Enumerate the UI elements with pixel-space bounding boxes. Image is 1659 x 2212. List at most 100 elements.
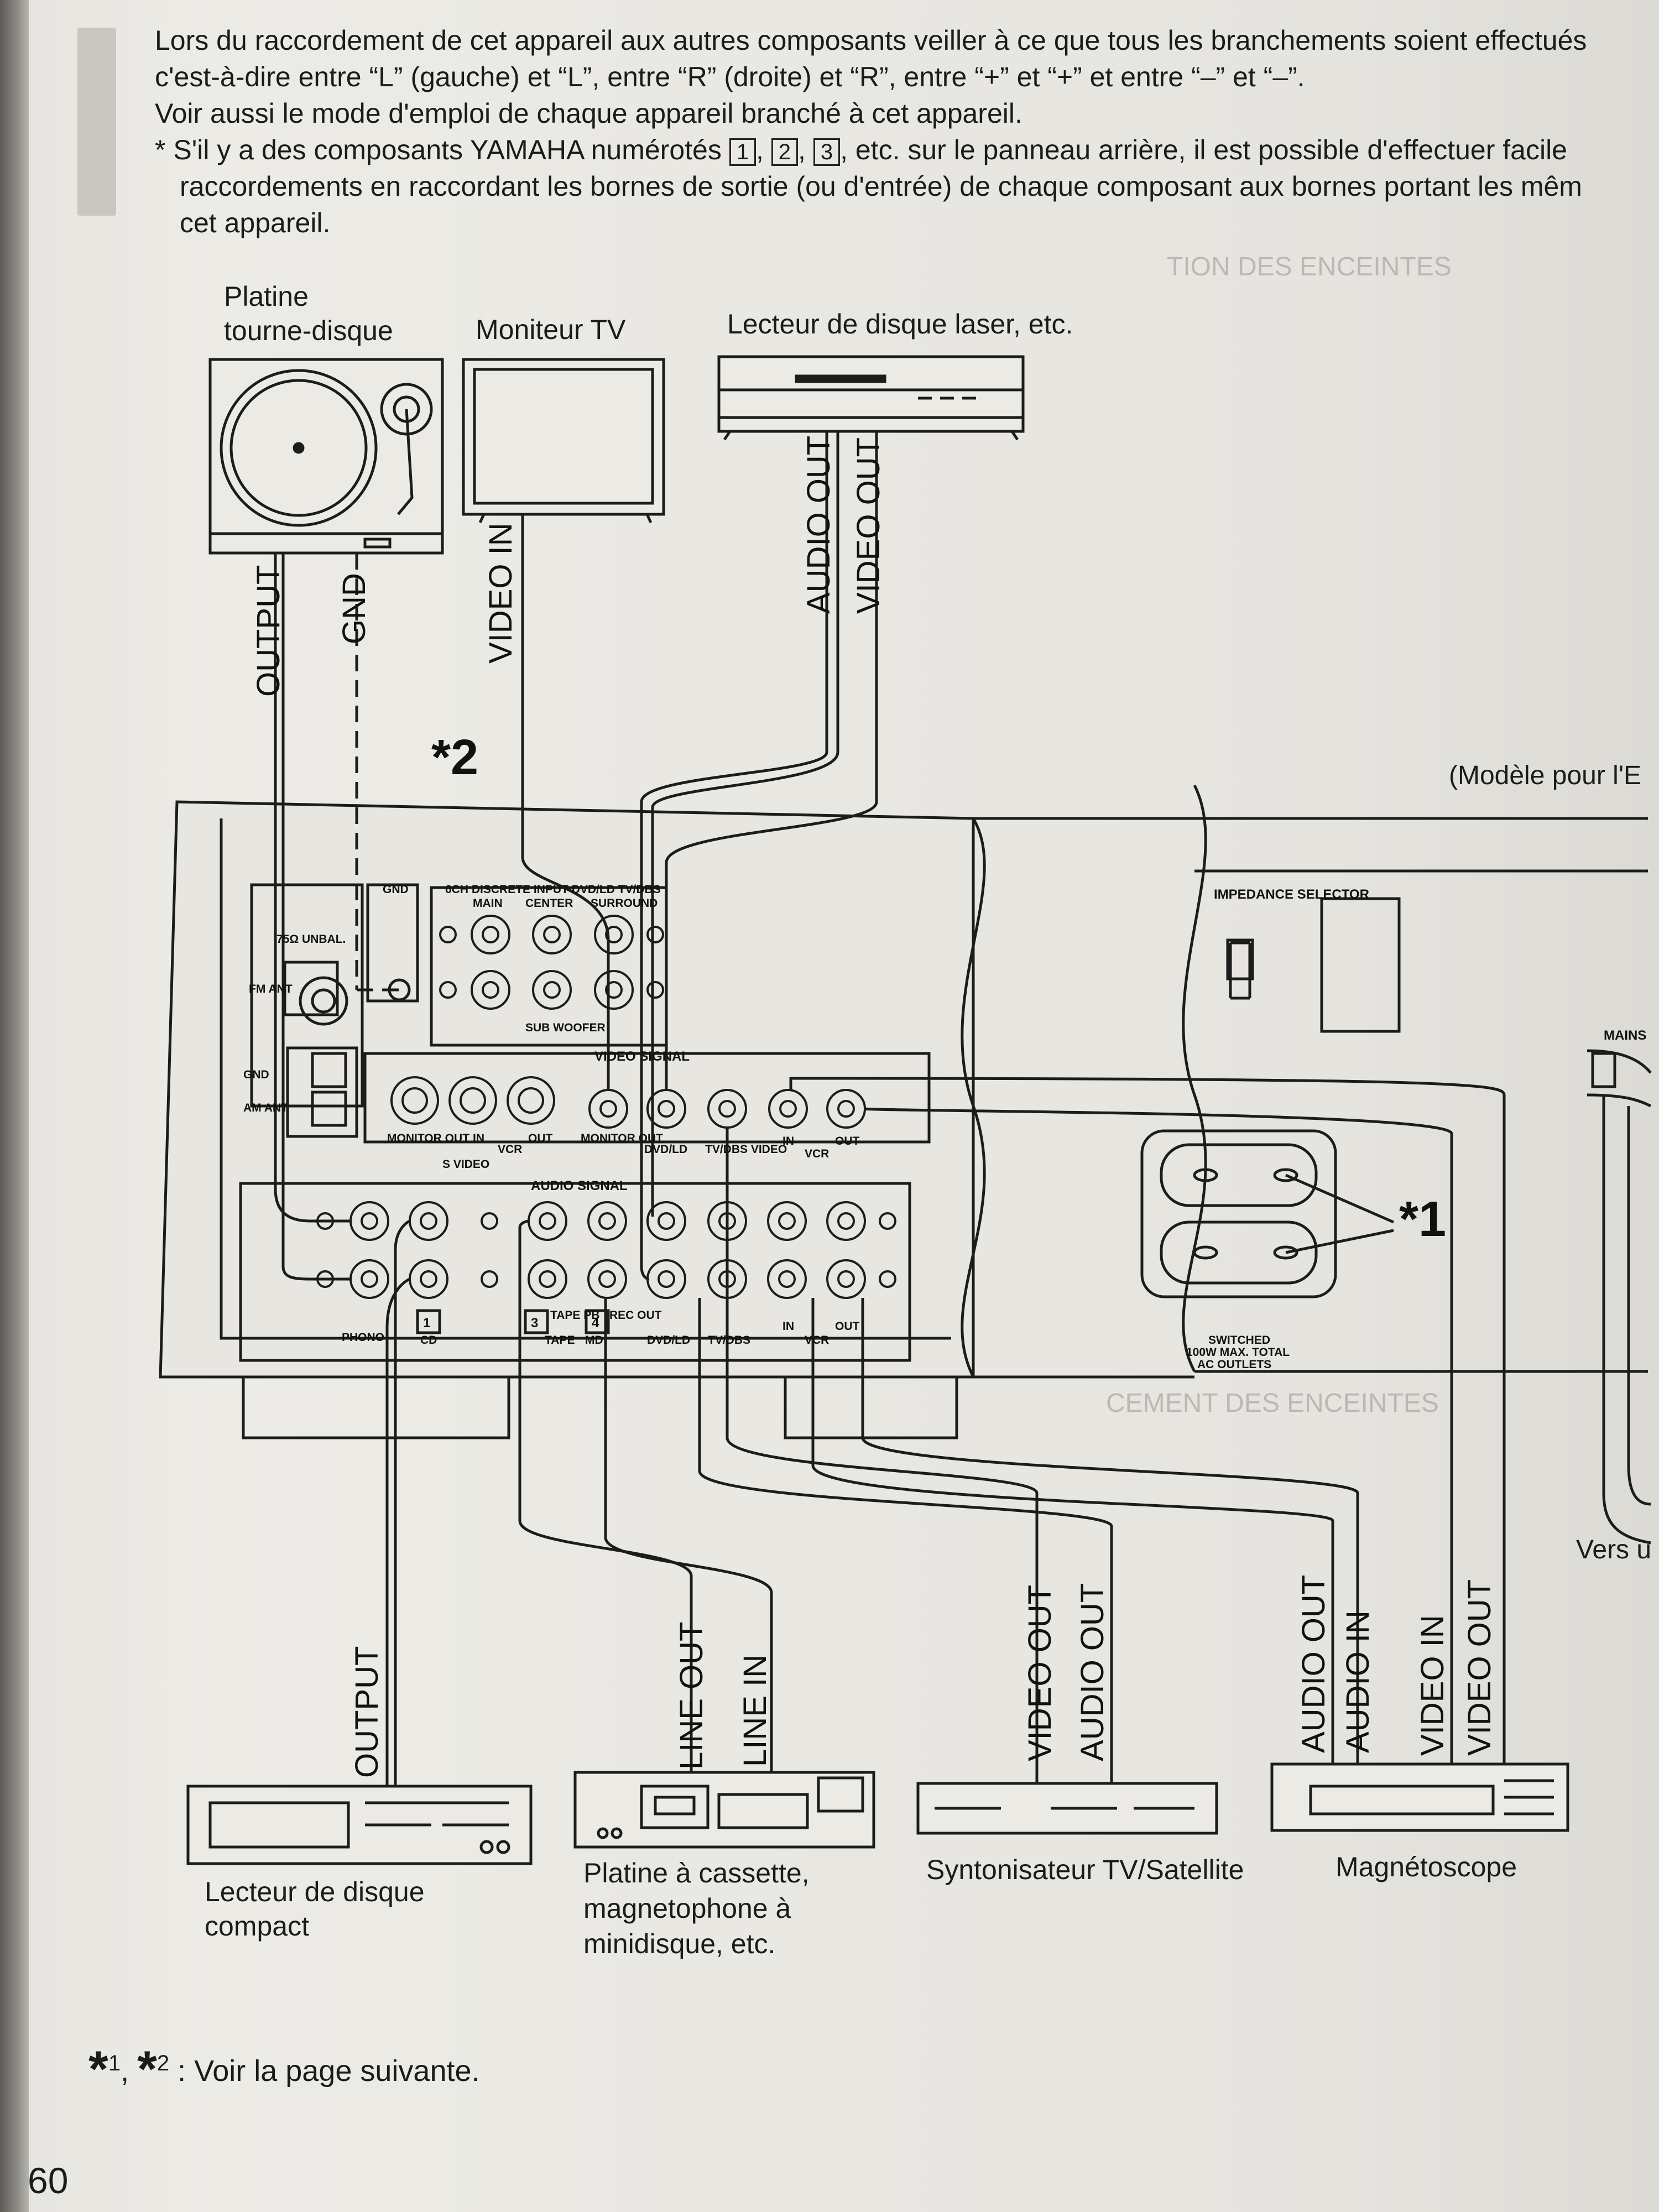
panel-tape-pb-label: TAPE PB: [550, 1309, 599, 1322]
cable-cassette-line-in: [604, 1298, 773, 1783]
panel-gnd-label: GND: [383, 883, 409, 896]
panel-audio-dvd-ld-label: DVD/LD: [647, 1334, 690, 1347]
panel-center-label: CENTER: [525, 897, 573, 910]
cable-vcr-audio-in: [861, 1298, 1359, 1764]
turntable-label: Platine tourne-disque: [224, 281, 393, 346]
tv-monitor-device: [462, 358, 665, 524]
panel-video-vcr-label: VCR: [805, 1147, 829, 1160]
panel-video-dvd-ld-label: DVD/LD: [644, 1143, 687, 1156]
panel-video-vcr-out-label: OUT: [835, 1135, 860, 1147]
panel-am-gnd-label: GND: [243, 1068, 269, 1081]
panel-mains-label: MAINS: [1604, 1028, 1646, 1043]
panel-video-tv-dbs-label: TV/DBS VIDEO: [705, 1143, 787, 1156]
panel-md-number: 4: [592, 1316, 599, 1331]
intro-line-6: cet appareil.: [180, 207, 331, 238]
panel-subwoofer-label: SUB WOOFER: [525, 1021, 606, 1034]
cable-ld-audio-out-2: [651, 431, 839, 1217]
panel-cd-label: CD: [420, 1334, 437, 1347]
cable-vcr-audio-out: [811, 1298, 1334, 1764]
cassette-line-in-label: LINE IN: [737, 1655, 773, 1767]
cable-tv-video-in: [521, 514, 610, 1090]
intro-line-5: raccordements en raccordant les bornes d…: [180, 171, 1582, 202]
cable-ld-video-out: [665, 431, 878, 1090]
cassette-deck-label: Platine à cassette, magnetophone à minid…: [583, 1858, 810, 1959]
ld-video-out-label: VIDEO OUT: [851, 437, 886, 614]
page-number: 60: [28, 2160, 69, 2201]
cables: [274, 431, 1506, 1792]
cassette-deck-device: [573, 1771, 875, 1849]
laserdisc-label: Lecteur de disque laser, etc.: [727, 309, 1073, 340]
panel-cd-number: 1: [423, 1316, 430, 1331]
tv-satellite-tuner-device: [916, 1782, 1218, 1835]
show-through-text: CEMENT DES ENCEINTES: [1106, 1389, 1439, 1418]
cd-output-label: OUTPUT: [349, 1646, 385, 1778]
footnote-text: : Voir la page suivante.: [178, 2054, 480, 2088]
cable-vcr-video-in: [864, 1107, 1453, 1764]
turntable-gnd-label: GND: [336, 573, 372, 644]
ld-audio-out-label: AUDIO OUT: [801, 436, 837, 614]
panel-audio-vcr-in-label: IN: [782, 1320, 794, 1333]
number-box-2: 2: [771, 138, 799, 166]
intro-line-4-start: * S'il y a des composants YAMAHA numérot…: [155, 134, 722, 165]
panel-main-label: MAIN: [473, 897, 503, 910]
cable-turntable-output-r: [281, 553, 351, 1281]
vcr-label: Magnétoscope: [1335, 1851, 1517, 1882]
panel-md-label: MD: [585, 1334, 603, 1347]
intro-line-2: c'est-à-dire entre “L” (gauche) et “L”, …: [155, 61, 1305, 92]
cable-tuner-video-out: [726, 1128, 1039, 1783]
receiver-right-section: [961, 784, 1652, 1545]
panel-video-vcr-in-label: IN: [782, 1135, 794, 1147]
model-note: (Modèle pour l'E: [1449, 761, 1641, 790]
panel-svideo-label: S VIDEO: [442, 1158, 489, 1171]
panel-surround-label: SURROUND: [591, 897, 658, 910]
cd-player-label: Lecteur de disque compact: [205, 1876, 425, 1942]
tuner-video-out-label: VIDEO OUT: [1022, 1585, 1058, 1761]
panel-switched-label: SWITCHED: [1208, 1334, 1270, 1347]
panel-audio-signal-label: AUDIO SIGNAL: [531, 1178, 628, 1193]
intro-line-4: * S'il y a des composants YAMAHA numérot…: [155, 134, 1567, 166]
turntable-output-label: OUTPUT: [251, 565, 286, 697]
panel-svideo-vcr-label: VCR: [498, 1143, 522, 1156]
panel-svideo-monitor-out-label: MONITOR OUT: [387, 1132, 469, 1145]
star-marker-2: *2: [431, 730, 478, 785]
panel-phono-label: PHONO: [342, 1331, 384, 1344]
vcr-video-in-label: VIDEO IN: [1415, 1615, 1451, 1756]
page-binding-edge: [0, 0, 29, 2212]
panel-video-monitor-out-label: MONITOR OUT: [581, 1132, 663, 1145]
panel-unbal-label: 75Ω UNBAL.: [276, 933, 346, 946]
panel-audio-vcr-label: VCR: [805, 1334, 829, 1347]
intro-line-4-end: , etc. sur le panneau arrière, il est po…: [840, 134, 1567, 165]
turntable-device: [208, 358, 444, 555]
panel-fm-ant-label: FM ANT: [249, 983, 293, 995]
panel-video-signal-label: VIDEO SIGNAL: [594, 1049, 690, 1064]
tuner-audio-out-label: AUDIO OUT: [1074, 1583, 1110, 1761]
number-box-1: 1: [729, 138, 756, 166]
vcr-audio-in-label: AUDIO IN: [1340, 1610, 1376, 1753]
receiver-rear-panel: [159, 800, 975, 1439]
panel-tape-number: 3: [531, 1316, 538, 1331]
panel-audio-vcr-out-label: OUT: [835, 1320, 860, 1333]
cassette-line-out-label: LINE OUT: [674, 1622, 709, 1770]
cd-player-device: [186, 1785, 533, 1865]
section-tab: [77, 28, 116, 216]
panel-svideo-out-label: OUT: [528, 1132, 553, 1145]
panel-ac-outlets-label: AC OUTLETS: [1197, 1358, 1271, 1371]
cable-tuner-audio-out: [698, 1298, 1113, 1783]
star-marker-1: *1: [1399, 1192, 1446, 1247]
vcr-audio-out-label: AUDIO OUT: [1296, 1575, 1332, 1753]
vcr-video-out-label: VIDEO OUT: [1462, 1579, 1498, 1756]
intro-line-3: Voir aussi le mode d'emploi de chaque ap…: [155, 98, 1022, 129]
panel-audio-tv-dbs-label: TV/DBS: [708, 1334, 750, 1347]
intro-line-1: Lors du raccordement de cet appareil aux…: [155, 25, 1587, 56]
panel-am-ant-label: AM ANT: [243, 1102, 288, 1114]
tv-video-in-label: VIDEO IN: [483, 523, 519, 664]
show-through-text: TION DES ENCEINTES: [1167, 252, 1452, 281]
star-1-glyph: *: [88, 2041, 108, 2098]
tv-monitor-label: Moniteur TV: [476, 314, 626, 345]
panel-svideo-in-label: IN: [473, 1132, 484, 1145]
laserdisc-device: [717, 355, 1025, 441]
tv-satellite-tuner-label: Syntonisateur TV/Satellite: [926, 1854, 1244, 1885]
intro-paragraph: Lors du raccordement de cet appareil aux…: [155, 22, 1648, 241]
panel-rec-out-label: REC OUT: [609, 1309, 662, 1322]
